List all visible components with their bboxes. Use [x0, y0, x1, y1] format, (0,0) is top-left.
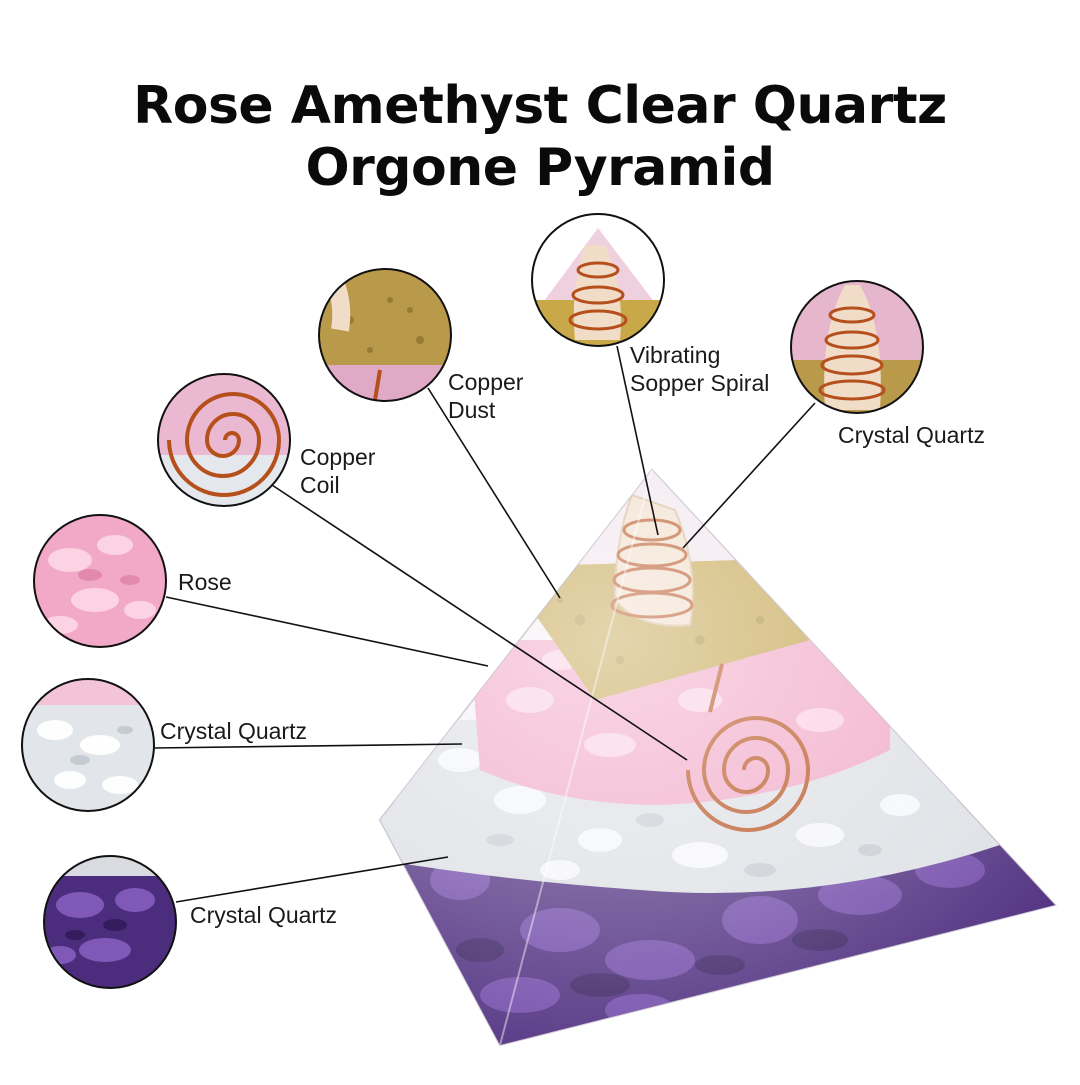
callout-rose: Rose [178, 568, 232, 596]
page-title-line-2: Orgone Pyramid [305, 138, 775, 198]
callout-line: Crystal Quartz [838, 422, 985, 448]
leader-lines [153, 345, 816, 903]
leader-copper-coil [271, 484, 688, 761]
callout-line: Copper [448, 369, 524, 395]
callout-crystal-quartz-top: Crystal Quartz [838, 421, 985, 449]
callout-line: Coil [300, 472, 340, 498]
swatch-pyramid-tip [531, 213, 665, 347]
swatch-clear-quartz [21, 678, 155, 812]
callout-line: Copper [300, 444, 376, 470]
swatch-copper-dust [318, 268, 452, 402]
callout-vibrating-spiral: Vibrating Sopper Spiral [630, 341, 769, 397]
callout-line: Rose [178, 569, 232, 595]
swatch-quartz-point [790, 280, 924, 414]
swatch-copper-coil [157, 373, 291, 507]
callout-copper-dust: Copper Dust [448, 368, 523, 424]
swatch-rose-quartz [33, 514, 167, 648]
callout-line: Dust [448, 397, 496, 423]
callout-crystal-quartz-middle: Crystal Quartz [160, 717, 307, 745]
callout-line: Crystal Quartz [160, 718, 307, 744]
callout-line: Sopper Spiral [630, 370, 770, 396]
swatch-amethyst [43, 855, 177, 989]
leader-crystal-quartz-top [682, 402, 816, 549]
leader-copper-dust [427, 387, 561, 599]
leader-crystal-quartz-middle [153, 743, 463, 749]
callout-crystal-quartz-bottom: Crystal Quartz [190, 901, 337, 929]
callout-line: Crystal Quartz [190, 902, 337, 928]
orgone-pyramid [378, 468, 1057, 1047]
leader-vibrating-spiral [616, 345, 659, 536]
leader-crystal-quartz-bottom [175, 856, 449, 903]
leader-rose [165, 596, 489, 667]
callout-copper-coil: Copper Coil [300, 443, 375, 499]
callout-line: Vibrating [630, 342, 721, 368]
page-title-line-1: Rose Amethyst Clear Quartz [133, 76, 947, 136]
